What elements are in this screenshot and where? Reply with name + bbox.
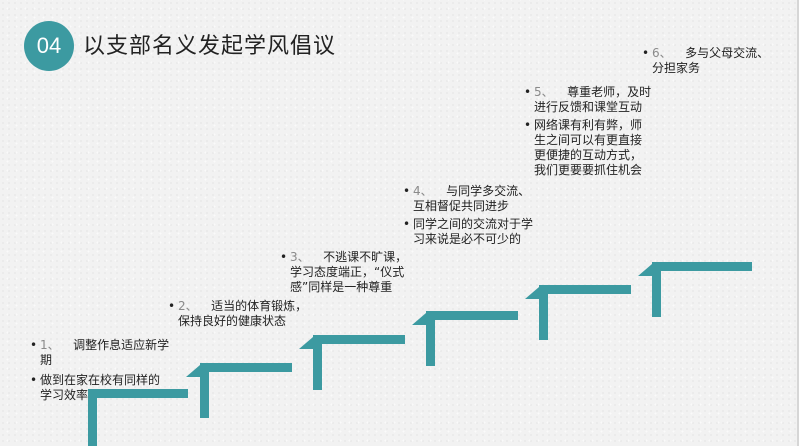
bullet-dot: • <box>524 85 532 99</box>
stair-riser-4 <box>426 311 435 366</box>
bullet-dot: • <box>280 250 288 264</box>
bullet-dot: • <box>403 217 411 231</box>
stair-tread-2 <box>200 363 292 372</box>
stair-riser-2 <box>200 363 209 418</box>
step-2-item-a: • 2、 适当的体育锻炼， 保持良好的健康状态 <box>168 299 308 328</box>
stair-corner-4 <box>525 287 539 299</box>
stair-tread-6 <box>652 262 752 271</box>
step-4-item-b: • 同学之间的交流对于学 习来说是必不可少的 <box>403 217 534 246</box>
bullet-dot: • <box>403 184 411 198</box>
bullet-dot: • <box>30 373 38 387</box>
stair-riser-5 <box>539 285 548 340</box>
step-1-item-a: • 1、 调整作息适应新学 期 <box>30 338 170 368</box>
step-1-line-1: 1、 调整作息适应新学 <box>40 338 170 352</box>
bullet-dot: • <box>30 338 38 352</box>
step-5-item-a: • 5、 尊重老师，及时 进行反馈和课堂互动 <box>524 85 652 114</box>
stair-tread-3 <box>313 335 405 344</box>
stair-riser-6 <box>652 262 661 317</box>
step-4-item-a: • 4、 与同学多交流、 互相督促共同进步 <box>403 184 531 213</box>
step-1-line-2: 期 <box>40 353 53 367</box>
stair-corner-3 <box>412 313 426 325</box>
stair-corner-5 <box>638 264 652 276</box>
step-5-item-b: • 网络课有利有弊，师 生之间可以有更直接 更便捷的互动方式， 我们更要要抓住机… <box>524 118 643 177</box>
step-6-item-a: • 6、 多与父母交流、 分担家务 <box>642 46 770 75</box>
stair-corner-1 <box>186 365 200 377</box>
stair-corner-2 <box>299 337 313 349</box>
slide-edge <box>797 0 799 446</box>
bullet-dot: • <box>524 118 532 132</box>
stair-tread-5 <box>539 285 631 294</box>
bullet-dot: • <box>642 46 650 60</box>
stair-riser-3 <box>313 335 322 390</box>
stair-riser-1 <box>88 389 97 446</box>
step-1-item-b: • 做到在家在校有同样的 学习效率 <box>30 373 161 402</box>
section-number-badge: 04 <box>24 21 74 71</box>
stair-tread-1 <box>88 389 188 398</box>
stair-tread-4 <box>426 311 518 320</box>
slide-title: 以支部名义发起学风倡议 <box>83 34 337 59</box>
bullet-dot: • <box>168 299 176 313</box>
step-3-item-a: • 3、 不逃课不旷课， 学习态度端正，“仪式 感”同样是一种尊重 <box>280 250 408 294</box>
